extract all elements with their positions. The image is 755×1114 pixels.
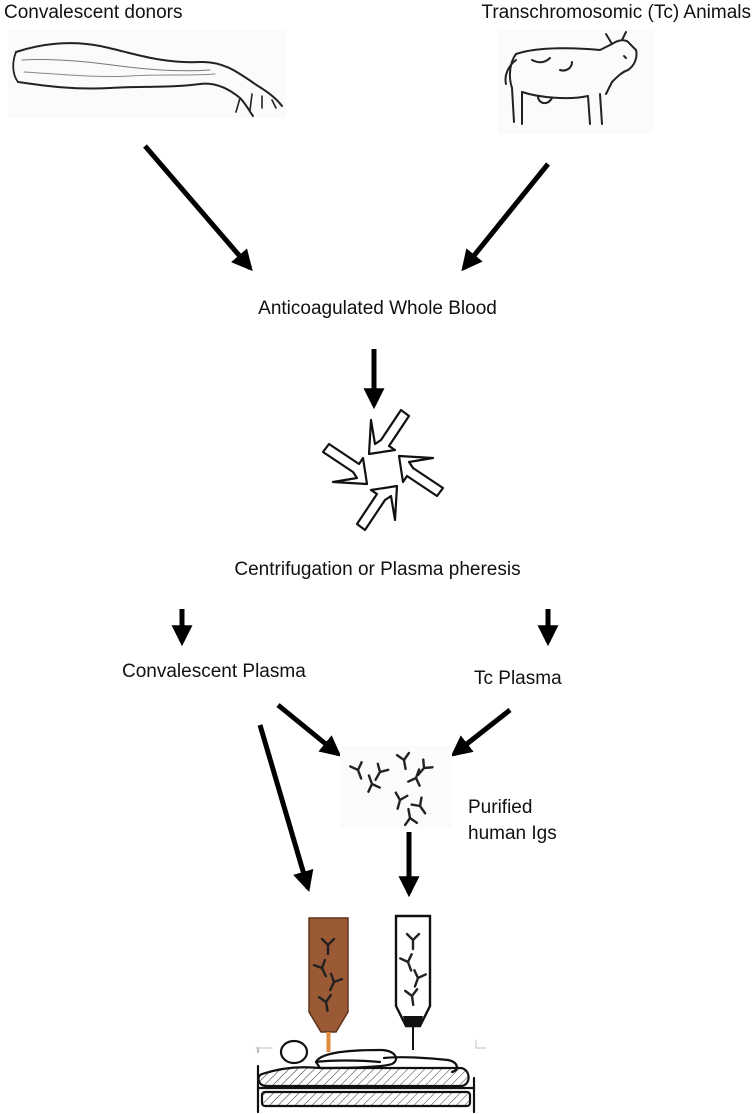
flow-arrows [143,144,559,898]
antibodies-icon [340,746,452,828]
centrifuge-icon [321,408,445,532]
cow-icon [498,30,653,134]
label-purified-line1: Purified [468,797,533,818]
label-convalescent-donors: Convalescent donors [4,2,183,23]
plasma-bag-icon [308,917,349,1052]
label-tc-animals: Transchromosomic (Tc) Animals [481,2,751,23]
label-tc-plasma: Tc Plasma [474,668,562,689]
label-purified-igs: Purified human Igs [468,795,557,846]
patient-bed-icon [255,1039,487,1114]
label-convalescent-plasma: Convalescent Plasma [122,661,306,682]
arrow-conv-plasma-to-igs [276,703,342,757]
arrow-tc-plasma-to-igs [450,708,512,757]
ig-bag-icon [394,914,432,1050]
arrow-donors-to-blood [143,144,253,272]
label-whole-blood: Anticoagulated Whole Blood [258,298,497,319]
label-centrifugation: Centrifugation or Plasma pheresis [234,559,521,580]
label-purified-line2: human Igs [468,822,557,844]
arm-icon [8,30,286,118]
arrow-conv-plasma-to-patient [257,724,314,893]
arrow-cow-to-blood [461,162,550,272]
